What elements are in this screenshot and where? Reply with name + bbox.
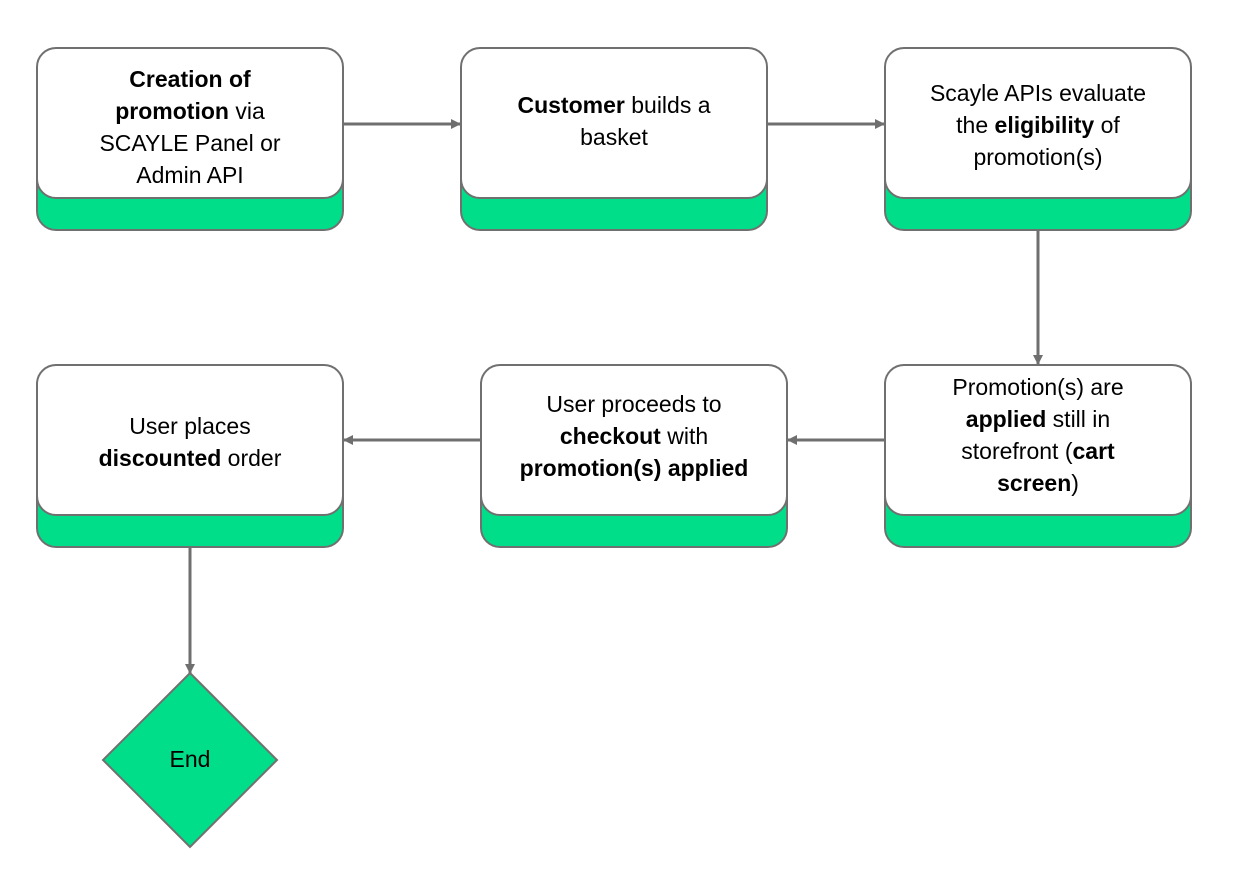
text-run: User proceeds to [546,391,722,417]
bold-text-run: Creation of [129,66,251,92]
box-face: User proceeds to checkout with promotion(s… [480,364,788,516]
step-text: Scayle APIs evaluate the eligibility of pr… [920,77,1156,173]
bold-text-run: promotion [115,98,229,124]
text-run: ) [1071,470,1079,496]
step-text: Promotion(s) are applied still in storefro… [942,371,1133,499]
text-run: builds a [624,92,711,118]
bold-text-run: cart [1072,438,1115,464]
step-evaluate-eligibility: Scayle APIs evaluate the eligibility of pr… [884,47,1192,231]
bold-text-run: promotion(s) applied [519,455,749,481]
text-run: still in [1046,406,1111,432]
text-run: User places [129,413,251,439]
text-run: Scayle APIs evaluate [929,80,1147,106]
text-run: the [956,112,995,138]
step-text: User places discounted order [89,410,292,474]
bold-text-run: discounted [98,445,222,471]
text-run: SCAYLE Panel or [99,130,281,156]
step-promotions-applied: Promotion(s) are applied still in storefro… [884,364,1192,548]
end-diamond [101,671,279,849]
text-run: storefront ( [961,438,1073,464]
text-run: Admin API [136,162,244,188]
end-label: End [169,746,211,772]
text-run: with [660,423,709,449]
step-customer-builds-basket: Customer builds a basket [460,47,768,231]
bold-text-run: checkout [559,423,661,449]
bold-text-run: applied [965,406,1047,432]
box-face: Customer builds a basket [460,47,768,199]
bold-text-run: Customer [517,92,625,118]
text-run: via [228,98,265,124]
bold-text-run: eligibility [994,112,1095,138]
step-proceed-to-checkout: User proceeds to checkout with promotion(s… [480,364,788,548]
bold-text-run: screen [997,470,1072,496]
box-face: User places discounted order [36,364,344,516]
step-text: Customer builds a basket [507,89,720,153]
text-run: of [1094,112,1120,138]
text-run: Promotion(s) are [952,374,1124,400]
box-face: Scayle APIs evaluate the eligibility of pr… [884,47,1192,199]
step-place-discounted-order: User places discounted order [36,364,344,548]
step-text: User proceeds to checkout with promotion(s… [510,388,759,484]
text-run: promotion(s) [973,144,1103,170]
box-face: Promotion(s) are applied still in storefro… [884,364,1192,516]
text-run: basket [580,124,648,150]
text-run: order [221,445,282,471]
